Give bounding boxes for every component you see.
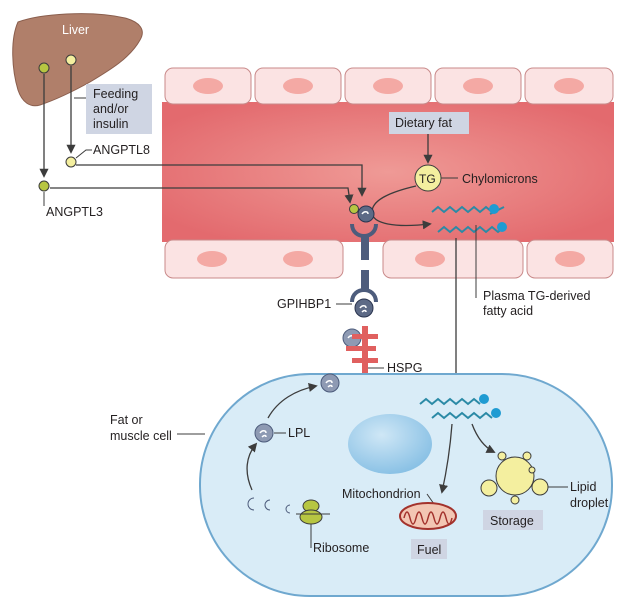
feeding-line-3: insulin [93, 117, 128, 131]
plasma-fatty-acids [431, 204, 507, 234]
feeding-insulin-box: Feeding and/or insulin [86, 84, 152, 134]
liver-label: Liver [62, 23, 89, 37]
angptl8-label: ANGPTL8 [93, 143, 150, 157]
lpl-gpihbp1-complex [349, 204, 378, 260]
lpl-intracellular [254, 423, 274, 443]
lipid-droplet-label-1: Lipid [570, 480, 596, 494]
fat-or-muscle-cell [199, 373, 613, 597]
endothelium-bottom [164, 239, 614, 279]
angptl8-leader [75, 149, 92, 159]
angptl3-dot-liver [38, 62, 50, 74]
lpl-label: LPL [288, 426, 310, 440]
cell-label-2: muscle cell [110, 429, 172, 443]
mitochondrion-label: Mitochondrion [342, 487, 421, 501]
lipid-droplet-label-2: droplet [570, 496, 609, 510]
angptl3-to-lpl-arrow [50, 187, 354, 204]
feeding-line-1: Feeding [93, 87, 138, 101]
mitochondrion [399, 502, 457, 530]
angptl3-dot [38, 180, 50, 192]
fuel-box: Fuel [411, 539, 447, 559]
tg-label: TG [419, 172, 436, 186]
plasma-fa-label-2: fatty acid [483, 304, 533, 318]
angptl8-dot [65, 156, 77, 168]
plasma-fa-label-1: Plasma TG-derived [483, 289, 590, 303]
storage-arrow [471, 423, 496, 453]
endothelium-top [164, 67, 614, 105]
lipid-droplet [480, 451, 549, 505]
hspg-label: HSPG [387, 361, 422, 375]
fuel-label: Fuel [417, 543, 441, 557]
ribosome-label: Ribosome [313, 541, 369, 555]
cell-label-1: Fat or [110, 413, 143, 427]
dietary-fat-box: Dietary fat [389, 112, 469, 134]
hspg [342, 326, 378, 376]
angptl3-label: ANGPTL3 [46, 205, 103, 219]
nascent-lpl [247, 497, 291, 514]
fuel-arrow [439, 423, 453, 494]
liver: Liver [12, 13, 143, 107]
ribosome [296, 499, 330, 525]
chylomicrons-label: Chylomicrons [462, 172, 538, 186]
storage-label: Storage [490, 514, 534, 528]
cellular-fatty-acids [419, 394, 501, 420]
storage-box: Storage [483, 510, 543, 530]
angptl8-dot-liver [65, 54, 77, 66]
angptl8-to-lpl-arrow [76, 164, 367, 197]
lpl-secretion-arrow [267, 382, 318, 419]
gpihbp1-basal [350, 270, 378, 318]
gpihbp1-label: GPIHBP1 [277, 297, 331, 311]
blood-vessel [162, 67, 614, 279]
dietary-fat-label: Dietary fat [395, 116, 452, 130]
nucleus [348, 414, 432, 474]
feeding-line-2: and/or [93, 102, 128, 116]
lpl-folding-arrow [246, 442, 258, 491]
lpl-secreted [320, 373, 340, 393]
